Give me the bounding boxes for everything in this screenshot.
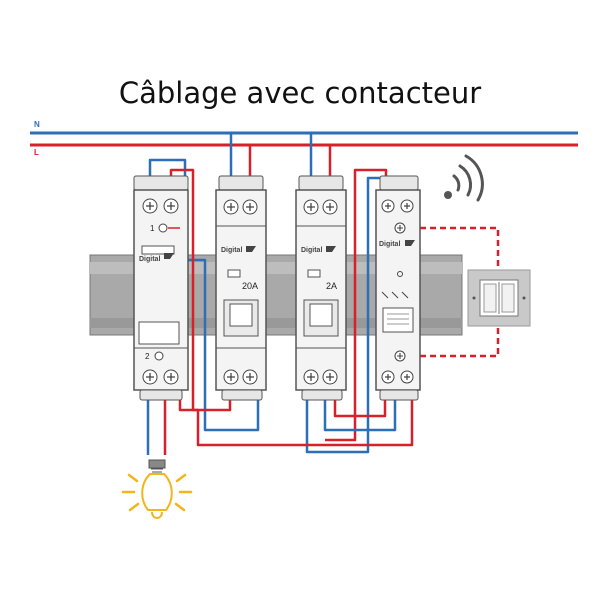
breaker-2a-rating: 2A xyxy=(326,281,337,291)
contactor-terminal-1: 1 xyxy=(150,224,155,233)
receiver-module: Digital xyxy=(375,175,421,401)
breaker-20a-rating: 20A xyxy=(242,281,258,291)
supply-lines: N L xyxy=(30,120,578,157)
contactor-brand: Digital xyxy=(139,256,160,263)
wireless-signal-icon xyxy=(444,154,484,202)
wiring xyxy=(146,133,500,455)
receiver-brand: Digital xyxy=(379,241,400,248)
live-label: L xyxy=(34,148,39,157)
breaker-20a: Digital 20A xyxy=(215,175,267,401)
breaker-20a-brand: Digital xyxy=(221,247,242,254)
neutral-label: N xyxy=(34,120,40,129)
diagram-title: Câblage avec contacteur xyxy=(118,76,482,110)
light-bulb-icon xyxy=(121,459,193,519)
breaker-2a: Digital 2A xyxy=(295,175,347,401)
breaker-2a-brand: Digital xyxy=(301,247,322,254)
contactor-module: 1 Digital 2 xyxy=(133,175,189,401)
contactor-terminal-2: 2 xyxy=(145,352,150,361)
rocker-switch-icon xyxy=(467,269,531,327)
